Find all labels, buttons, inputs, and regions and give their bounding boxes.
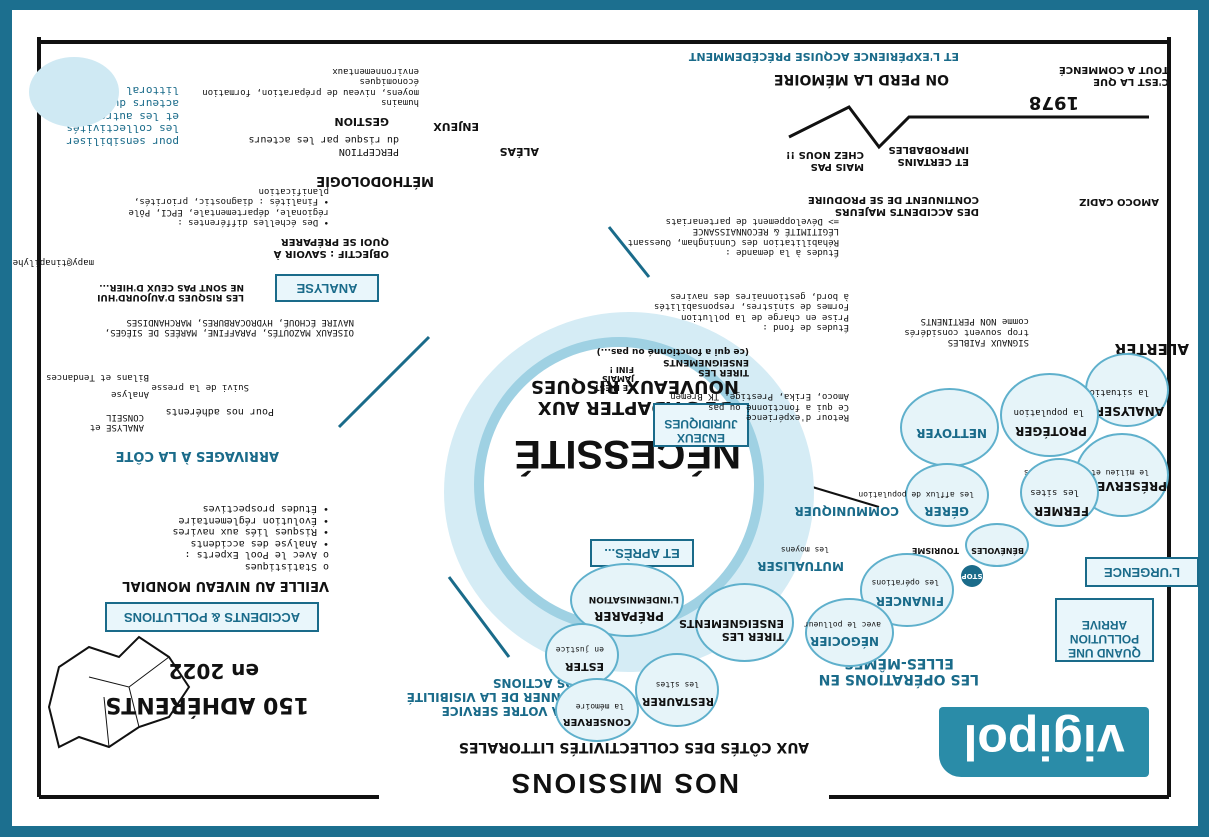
box-analyse: ANALYSE [275,274,379,302]
methodologie-perception: PERCEPTION du risque par les acteurs [248,134,399,158]
objectif-notes: • Des échelles différentes : régionale, … [128,185,329,227]
action-financer: FINANCER [875,594,944,608]
action-mutualiser-sub: les moyens [780,545,829,554]
action-restaurer: RESTAURER [641,695,714,708]
action-preparer-sub: L'INDEMNISATION [588,594,679,604]
action-fermer: FERMER [1033,504,1089,518]
memoire-title: ON PERD LA MÉMOIRE [773,71,949,87]
dialogue-b: MAIS PAS CHEZ NOUS !! [785,149,864,173]
brittany-map [47,635,191,749]
action-signaux: SIGNAUX FAIBLES trop souvent considérés … [904,316,1029,347]
box-quand: QUAND UNE POLLUTION ARRIVE [1055,598,1154,662]
action-restaurer-sub: les sites [655,680,699,689]
action-fermer-sub: les sites [1030,487,1079,497]
press-a: Pour nos adhérents [165,406,274,417]
methodologie-gestion: GESTION [334,115,389,128]
action-proteger-sub: la population [1013,407,1084,417]
veille-items: o Statistiques o Avec le Pool Experts : … [172,503,329,573]
action-benevoles: BÉNÉVOLES [971,546,1024,555]
bubble-ester [545,623,619,687]
arrivages-text: ANALYSE et CONSEIL [89,411,144,432]
action-gerer: GÉRER [924,504,969,518]
dialogue-c: ET CERTAINS IMPROBABLES [888,144,969,168]
action-tirer: TIRER LES ENSEIGNEMENTS [678,617,784,643]
press-c: Analyse [111,389,149,399]
truck-blob [29,57,119,127]
memoire-cadiz: AMOCO CADIZ [1079,196,1159,207]
action-preserver: PRÉSERVER [1087,479,1167,493]
missions-subtitle: AUX CÔTÉS DES COLLECTIVITÉS LITTORALES [458,739,809,755]
action-communiquer: COMMUNIQUER [794,504,899,518]
action-financer-sub: les opérations [871,578,939,587]
action-mutualiser: MUTUALISER [757,559,844,573]
action-negocier-sub: avec le pollueur [803,620,881,629]
memoire-tout: C'EST LA QUE TOUT A COMMENCÉ [1058,64,1169,88]
press-d: Bilans et Tendances [46,372,149,382]
action-gerer-sub: les afflux de population [858,490,974,499]
risques-today: LES RISQUES D'AUJOURD'HUI NE SONT PAS CE… [97,281,244,302]
press-b: Suivi de la presse [151,382,249,392]
dialogue-a: DES ACCIDENTS MAJEURS CONTINUENT DE SE P… [807,194,979,218]
action-analyser: ANALYSER [1094,404,1164,418]
action-conserver: CONSERVER [562,716,631,727]
action-conserver-sub: la mémoire [575,702,624,711]
methodologie-aleas: ALÉAS [499,145,539,158]
action-nettoyer: NETTOYER [916,426,987,440]
action-preparer: PRÉPARER [594,609,664,623]
objectif-text: OBJECTIF : SAVOIR À QUOI SE PRÉPARER [273,236,389,260]
etudes-fini: CE N'EST JAMAIS FINI ! [594,364,634,392]
action-proteger: PROTÉGER [1015,424,1087,438]
maps-credit: mapy@tinapilyhe [12,257,94,267]
pollutants-list: OISEAUX MAZOUTÉS, PARAFFINE, MARÉES DE S… [104,316,354,337]
etudes-2: Études de fond : Prise en charge de la p… [653,290,849,332]
veille-title: VEILLE AU NIVEAU MONDIAL [122,578,329,593]
memoire-year: 1978 [1028,92,1079,113]
stop-sign: STOP [961,565,983,587]
vigipol-logo: vigipol [939,707,1149,777]
methodologie-title: MÉTHODOLOGIE [316,173,434,188]
missions-title: NOS MISSIONS [509,768,739,799]
memoire-subtitle: ET L'EXPÉRIENCE ACQUISE PRÉCÉDEMMENT [688,50,959,63]
box-urgence: L'URGENCE [1085,557,1199,587]
methodologie-enjeux: ENJEUX [433,120,479,133]
action-ester: ESTER [565,660,604,673]
action-ester-sub: en justice [555,645,604,654]
etudes-1: Retour d'expérience Ce qui a fonctionné … [670,391,849,422]
arrivages-title: ARRIVAGES À LA CÔTE [115,448,279,463]
etudes-3: Études à la demande : Réhabilitation des… [627,215,839,257]
bubble-restaurer [635,653,719,727]
action-negocier: NÉGOCIER [810,634,879,648]
box-et-apres: ET APRÈS... [590,539,694,567]
methodologie-list: humains moyens, niveau de préparation, f… [202,65,419,107]
